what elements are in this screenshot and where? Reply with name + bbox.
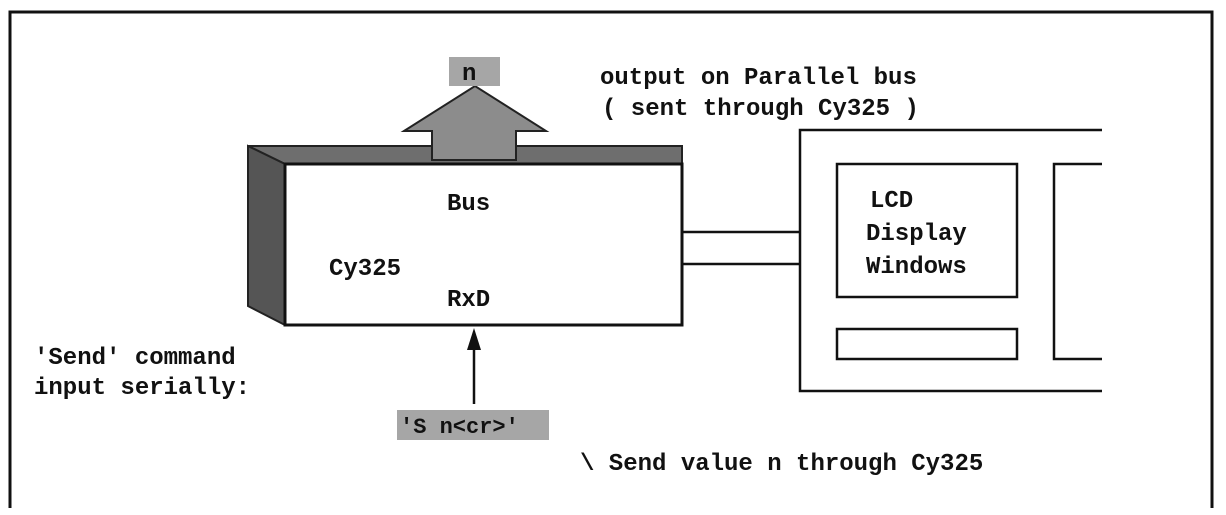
command-highlight	[397, 410, 549, 440]
chip-name-label: Cy325	[329, 256, 401, 283]
output-caption-line2: ( sent through Cy325 )	[602, 96, 919, 123]
lcd-line2: Display	[866, 221, 967, 248]
cy325-chip: Bus Cy325 RxD	[247, 144, 684, 327]
output-caption-line1: output on Parallel bus	[600, 65, 917, 92]
chip-bus-label: Bus	[447, 191, 490, 218]
lcd-device-outline	[798, 128, 1102, 393]
output-arrow-icon	[400, 84, 550, 161]
lcd-line3: Windows	[866, 254, 967, 281]
input-caption-line1: 'Send' command	[34, 345, 236, 372]
command-label: 'S n<cr>'	[400, 415, 519, 440]
chip-front-face	[283, 162, 684, 327]
input-arrow-icon	[467, 328, 481, 350]
lcd-slot	[835, 327, 1019, 361]
lcd-right-panel	[1052, 162, 1102, 361]
lcd-window	[835, 162, 1019, 299]
input-caption-line2: input serially:	[34, 375, 250, 402]
lcd-line1: LCD	[870, 188, 913, 215]
lcd-device: LCD Display Windows	[798, 128, 1102, 393]
frame-border	[8, 10, 1214, 508]
output-value-label: n	[462, 61, 476, 88]
input-note: \ Send value n through Cy325	[580, 451, 983, 478]
output-value-highlight	[449, 57, 500, 86]
chip-rxd-label: RxD	[447, 287, 490, 314]
chip-side-face	[247, 144, 286, 327]
